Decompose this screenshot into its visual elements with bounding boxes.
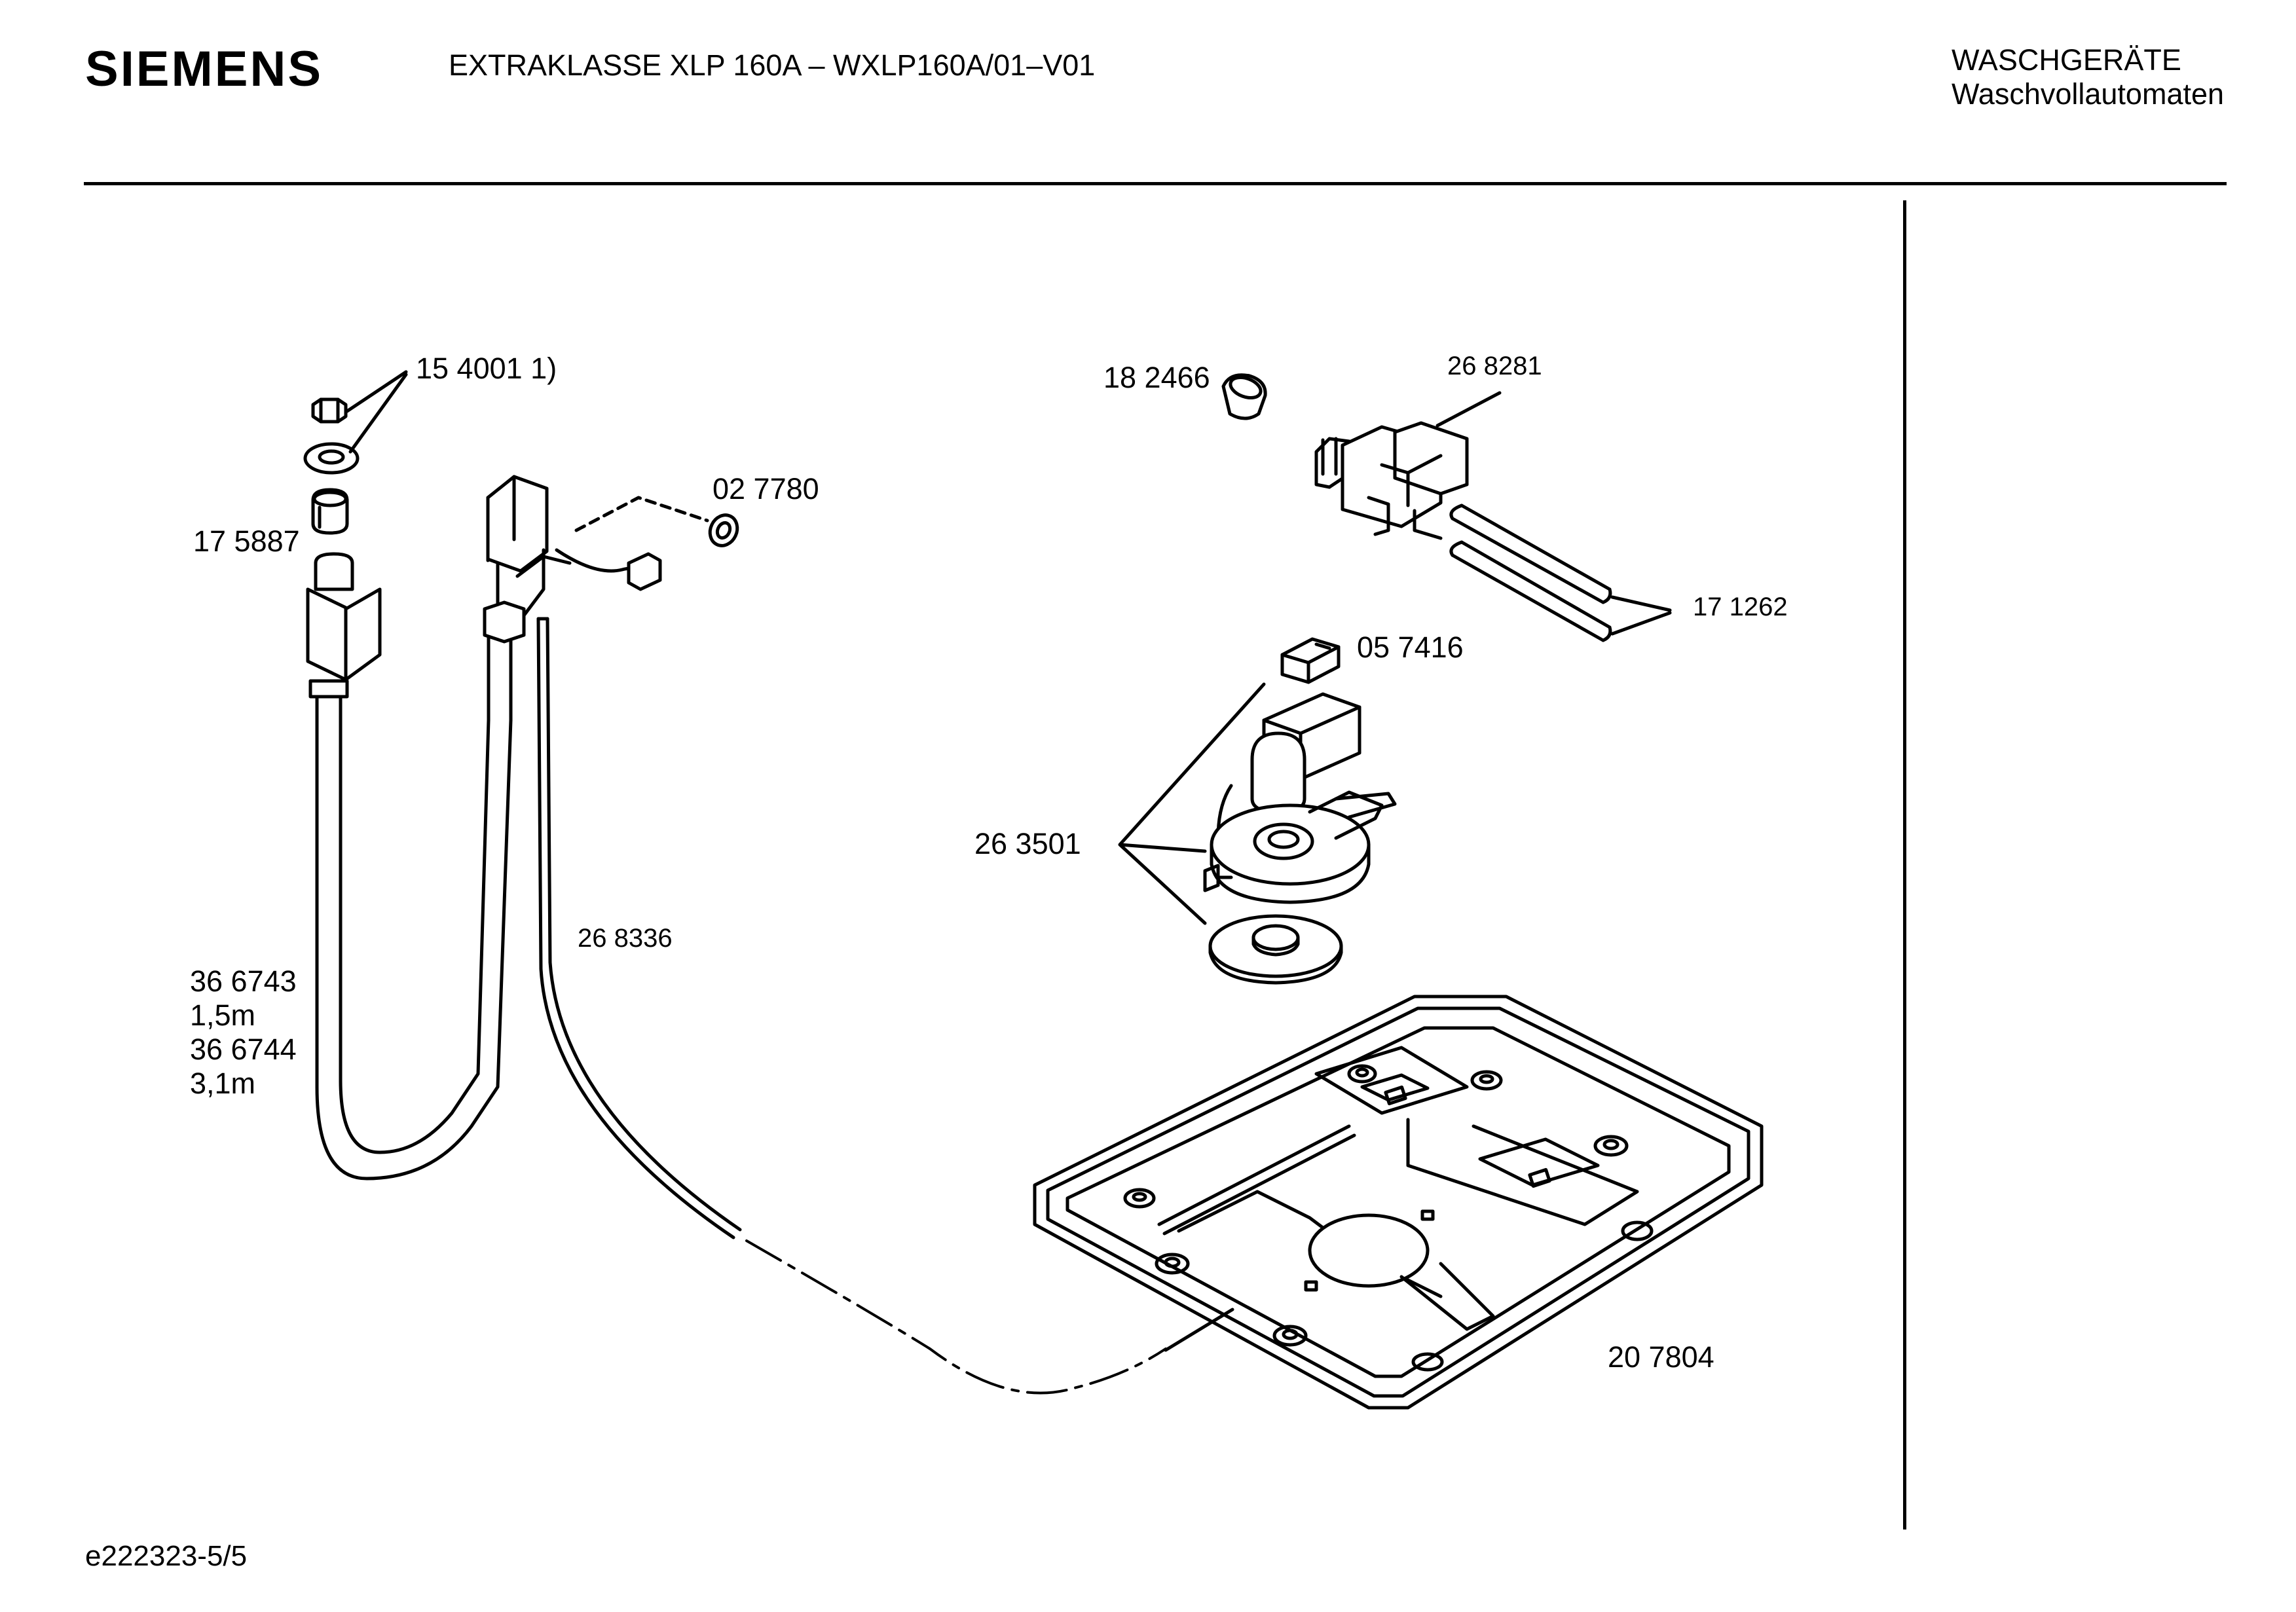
inlet-hose [306,552,513,1181]
washer-part [303,442,360,475]
leader-207804 [1164,1308,1234,1352]
routing-dash-line [745,1239,1167,1395]
pump-assembly [1203,692,1397,904]
air-tube [536,617,742,1239]
connector-part [1280,637,1341,684]
category-title: WASCHGERÄTE [1952,43,2181,77]
category-subtitle: Waschvollautomaten [1952,77,2225,111]
leader-154001 [345,370,408,454]
small-cap-part [1221,373,1267,420]
aquastop-valve [483,475,662,644]
label-027780: 02 7780 [713,472,819,505]
label-length-1: 1,5m [190,998,255,1032]
label-207804: 20 7804 [1608,1340,1714,1374]
pressure-switch [1314,421,1469,540]
label-length-2: 3,1m [190,1067,255,1100]
label-171262: 17 1262 [1693,593,1788,621]
o-ring-part [708,513,739,547]
header-divider [84,182,2227,185]
label-366743: 36 6743 [190,964,297,998]
tube-pair [1449,504,1612,642]
label-366744: 36 6744 [190,1033,297,1066]
side-divider [1903,200,1906,1530]
label-154001: 15 4001 1) [416,352,557,385]
pump-disc [1208,914,1343,985]
brand-logo: SIEMENS [85,41,324,97]
label-268336: 26 8336 [578,924,673,953]
label-263501: 26 3501 [974,827,1081,860]
base-plate [1033,995,1764,1410]
model-title: EXTRAKLASSE XLP 160A – WXLP160A/01–V01 [449,48,1096,82]
cap-part [311,488,349,535]
document-id: e222323-5/5 [85,1540,248,1572]
leader-171262 [1610,595,1672,636]
leader-263501 [1118,682,1266,925]
leader-027780-dashed [574,496,709,532]
label-268281: 26 8281 [1447,352,1542,380]
nut-part [311,397,348,424]
label-182466: 18 2466 [1103,361,1210,394]
label-057416: 05 7416 [1357,631,1464,664]
leader-268281 [1435,391,1502,428]
label-175887: 17 5887 [193,524,300,558]
